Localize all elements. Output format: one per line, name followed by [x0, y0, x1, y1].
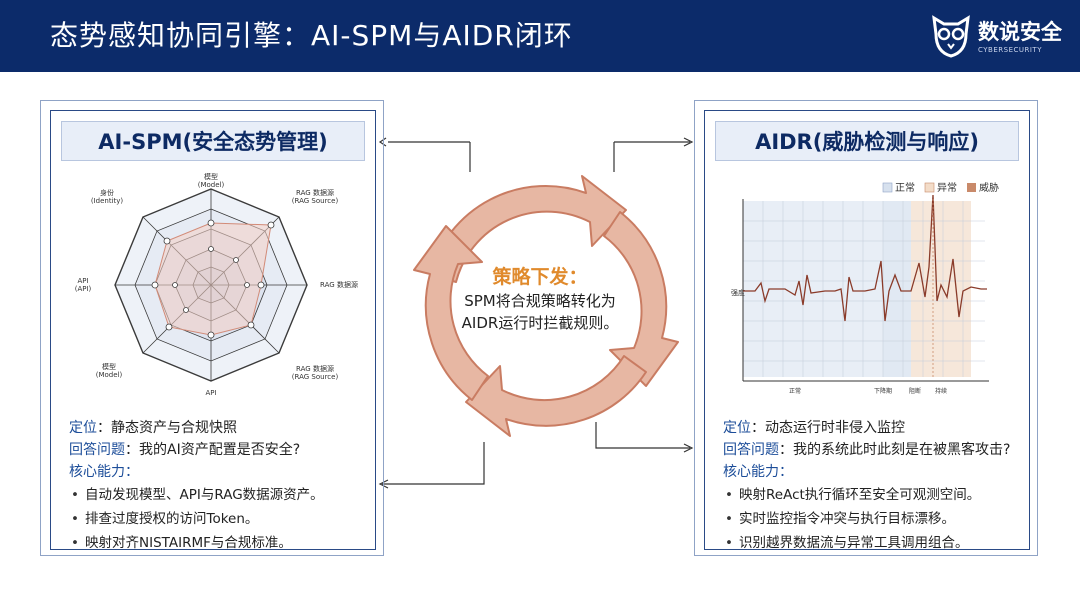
radar-grid: [114, 188, 308, 382]
radar-axis-sub: (RAG Source): [292, 373, 339, 381]
left-info-box: 定位：静态资产与合规快照 回答问题：我的AI资产配置是否安全? 核心能力： 自动…: [61, 413, 365, 555]
chart-grid: [743, 201, 985, 377]
capability-item: 实时监控指令冲突与执行目标漂移。: [723, 507, 1011, 531]
left-panel-title: AI-SPM(安全态势管理): [61, 121, 365, 161]
radar-chart: 模型 (Model) RAG 数据源 (RAG Source) RAG 数据源 …: [75, 172, 358, 397]
capability-item: 映射对齐NISTAIRMF与合规标准。: [69, 531, 357, 555]
radar-axis-label: RAG 数据源: [320, 280, 358, 289]
radar-axis-label: API: [205, 389, 216, 397]
y-axis-label: 强度: [731, 288, 745, 297]
cycle-arrow-top: [429, 175, 627, 283]
connector-left-bottom: [382, 442, 485, 485]
left-panel-frame: [40, 100, 384, 556]
capability-item: 排查过度授权的访问Token。: [69, 507, 357, 531]
cycle-line-2: AIDR运行时拦截规则。: [461, 314, 619, 332]
radar-axis-sub: (RAG Source): [292, 197, 339, 205]
radar-axis-label: 身份: [100, 188, 114, 197]
cycle-arrow-left: [413, 225, 489, 401]
connector-right-bottom: [595, 422, 690, 449]
radar-axis-sub: (Model): [198, 181, 225, 189]
right-panel-title: AIDR(威胁检测与响应): [715, 121, 1019, 161]
cycle-line-1: SPM将合规策略转化为: [464, 292, 616, 310]
x-tick-label: 阻断: [909, 387, 921, 395]
radar-axis-sub: (Model): [96, 371, 123, 379]
right-panel-frame: [694, 100, 1038, 556]
cycle-diagram: [413, 175, 679, 437]
capability-heading: 核心能力：: [69, 464, 139, 480]
question-line: 回答问题：我的AI资产配置是否安全?: [69, 442, 301, 458]
arrowhead-left-bottom: [378, 479, 389, 489]
cycle-arrow-bottom: [465, 355, 647, 437]
radar-axis-label: RAG 数据源: [296, 364, 334, 373]
header-bar: 态势感知协同引擎：AI-SPM与AIDR闭环 数说安全 CYBERSECURIT…: [0, 0, 1080, 72]
capability-heading: 核心能力：: [723, 464, 793, 480]
brand-subtitle: CYBERSECURITY: [978, 46, 1042, 54]
chart-legend: 正常 异常 威胁: [882, 181, 999, 194]
signal-chart: 正常 异常 威胁: [731, 181, 999, 395]
x-tick-label: 正常: [789, 387, 801, 395]
radar-axis-label: API: [77, 277, 88, 285]
positioning-line: 定位：动态运行时非侵入监控: [723, 420, 905, 436]
positioning-line: 定位：静态资产与合规快照: [69, 420, 237, 436]
legend-anomaly: 异常: [937, 181, 957, 194]
radar-axis-label: 模型: [204, 172, 218, 181]
question-line: 回答问题：我的系统此时此刻是在被黑客攻击?: [723, 442, 1011, 458]
normal-region: [743, 201, 883, 377]
arrowhead-right-top: [683, 137, 694, 147]
capability-item: 自动发现模型、API与RAG数据源资产。: [69, 483, 357, 507]
x-tick-label: 下降期: [874, 387, 892, 395]
right-info-box: 定位：动态运行时非侵入监控 回答问题：我的系统此时此刻是在被黑客攻击? 核心能力…: [715, 413, 1019, 555]
radar-axis-sub: (API): [75, 285, 92, 293]
cycle-title: 策略下发：: [492, 266, 588, 288]
legend-threat: 威胁: [979, 181, 999, 194]
connector-lines: [378, 137, 694, 489]
signal-line: [743, 194, 987, 322]
brand-name: 数说安全: [978, 20, 1062, 44]
anomaly-region: [911, 201, 971, 377]
brand: 数说安全 CYBERSECURITY: [930, 12, 1070, 62]
arrowhead-left-top: [378, 137, 387, 147]
cycle-caption: 策略下发： SPM将合规策略转化为 AIDR运行时拦截规则。: [432, 264, 648, 334]
arrowhead-right-bottom: [683, 443, 694, 453]
legend-normal: 正常: [895, 181, 915, 194]
capability-item: 映射ReAct执行循环至安全可观测空间。: [723, 483, 1011, 507]
radar-axis-sub: (Identity): [91, 197, 124, 205]
main-stage: AI-SPM(安全态势管理): [0, 72, 1080, 602]
radar-axis-label: RAG 数据源: [296, 188, 334, 197]
x-tick-label: 持续: [935, 387, 947, 395]
left-panel: AI-SPM(安全态势管理): [50, 110, 376, 555]
owl-logo-icon: [932, 15, 970, 58]
radar-axis-label: 模型: [102, 362, 116, 371]
capability-item: 识别越界数据流与异常工具调用组合。: [723, 531, 1011, 555]
page-title: 态势感知协同引擎：AI-SPM与AIDR闭环: [50, 19, 573, 52]
right-panel: AIDR(威胁检测与响应) 正常 异常 威胁: [704, 110, 1030, 555]
